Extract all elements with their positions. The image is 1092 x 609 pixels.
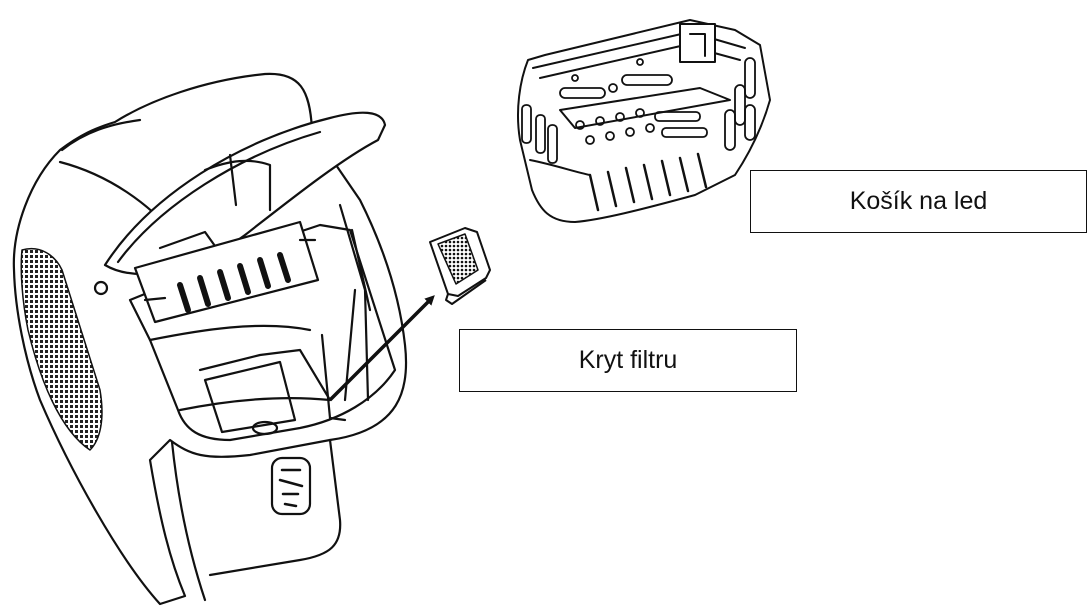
ice-maker-unit	[12, 72, 408, 606]
filter-mesh	[437, 233, 479, 285]
side-vent-grille	[20, 248, 103, 451]
filter-cover-label: Kryt filtru	[459, 329, 797, 392]
control-badge	[270, 456, 312, 516]
filter-cover	[429, 227, 491, 305]
filter-cover-label-text: Kryt filtru	[578, 346, 678, 374]
removal-arrow	[328, 295, 435, 402]
ice-basket	[517, 19, 771, 223]
ice-basket-label: Košík na led	[750, 170, 1087, 233]
ice-basket-label-text: Košík na led	[849, 187, 988, 215]
